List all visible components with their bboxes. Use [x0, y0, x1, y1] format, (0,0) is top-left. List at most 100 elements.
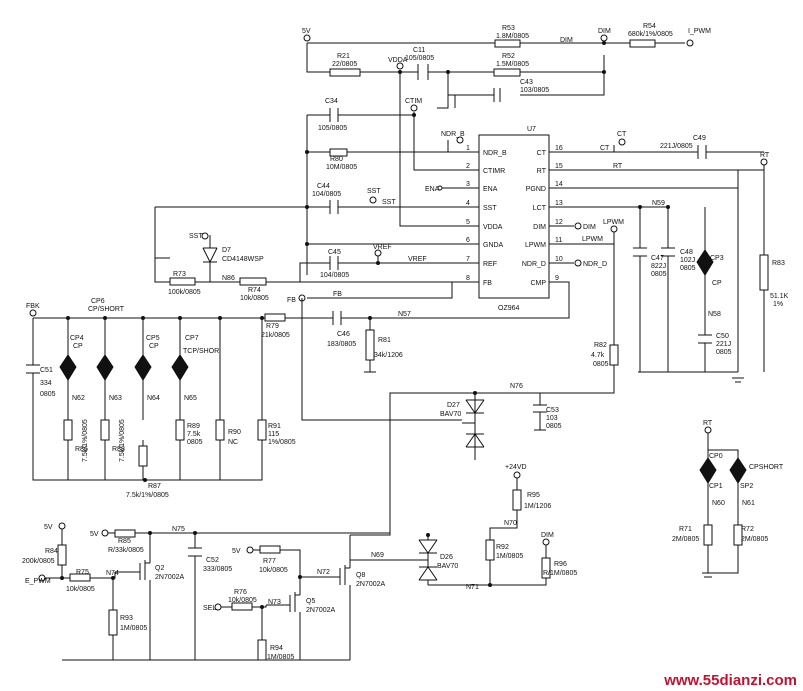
c51-value: 334 — [40, 380, 52, 387]
ic-pin-number: 8 — [466, 275, 470, 282]
r21-resistor — [329, 68, 361, 77]
r89-pkg: 0805 — [187, 439, 203, 446]
r72-value: 2M/0805 — [741, 536, 768, 543]
r88-ref: R88 — [112, 446, 125, 453]
junction-dot — [666, 205, 670, 209]
ic-pin-name: VDDA — [483, 224, 503, 231]
c44-ref: C44 — [317, 183, 330, 190]
junction-dot — [488, 583, 492, 587]
n65-label: N65 — [184, 395, 197, 402]
r94-ref: R94 — [270, 645, 283, 652]
rt-wire-label: RT — [613, 163, 623, 170]
r74-value: 10k/0805 — [240, 295, 269, 302]
q2-value: 2N7002A — [155, 574, 185, 581]
r81-value: 34k/1206 — [374, 352, 403, 359]
r73-value: 100k/0805 — [168, 289, 201, 296]
c44-value: 104/0805 — [312, 191, 341, 198]
r84-ref: R84 — [45, 548, 58, 555]
r93-resistor — [108, 609, 118, 636]
ena-terminal — [437, 185, 443, 191]
dim-terminal-ic — [574, 222, 582, 230]
r87-resistor — [138, 445, 148, 467]
r75-ref: R75 — [76, 569, 89, 576]
c43-ref: C43 — [520, 79, 533, 86]
r87-ref: R87 — [148, 483, 161, 490]
ic-pin-name: NDR_D — [522, 261, 546, 268]
r52-value: 1.5M/0805 — [496, 61, 529, 68]
cp4-ref: CP4 — [70, 335, 84, 342]
ena-label: ENA — [425, 186, 440, 193]
cp7-ref: CP7 — [185, 335, 199, 342]
c49-value: 221J/0805 — [660, 143, 693, 150]
top-supply-section: 5V DIM DIM I_PWM R53 1.8M/0805 R54 680k/… — [302, 23, 711, 109]
n71-label: N71 — [466, 584, 479, 591]
vdda-label: VDDA — [388, 57, 408, 64]
c50-ref: C50 — [716, 333, 729, 340]
ic-pin-name: LCT — [533, 205, 547, 212]
rt-label: RT — [760, 152, 770, 159]
ic-pin-name: NDR_B — [483, 150, 507, 157]
r80-value: 10M/0805 — [326, 164, 357, 171]
ndr-d-terminal — [574, 259, 582, 267]
v5-label-r77: 5V — [232, 548, 241, 555]
r81-resistor — [365, 329, 375, 361]
fbk-label: FBK — [26, 303, 40, 310]
q5-value: 2N7002A — [306, 607, 336, 614]
lpwm-label: LPWM — [603, 219, 624, 226]
dim-terminal-top — [600, 34, 608, 42]
n73-label: N73 — [268, 599, 281, 606]
n61-label: N61 — [742, 500, 755, 507]
c53-pkg: 0805 — [546, 423, 562, 430]
ic-pin-number: 15 — [555, 163, 563, 170]
c50-pkg: 0805 — [716, 349, 732, 356]
r92-resistor — [485, 539, 495, 561]
q5-ref: Q5 — [306, 598, 315, 605]
r82-resistor — [609, 344, 619, 366]
r82-ref: R82 — [594, 342, 607, 349]
d26-ref: D26 — [440, 554, 453, 561]
cp0-section: RT CP0 CP1 CPSHORT SP2 N60 N61 R71 2M/08… — [672, 420, 784, 578]
c11-value: 105/0805 — [405, 55, 434, 62]
c34-value: 105/0805 — [318, 125, 347, 132]
r94-value: 1M/0805 — [267, 654, 294, 661]
ndr-d-label: NDR_D — [583, 261, 607, 268]
junction-dot — [446, 70, 450, 74]
ic-pin-number: 4 — [466, 200, 470, 207]
ic-pin-number: 12 — [555, 219, 563, 226]
r96-value: R/1M/0805 — [543, 570, 577, 577]
r73-ref: R73 — [173, 271, 186, 278]
ic-pin-number: 9 — [555, 275, 559, 282]
junction-dot — [66, 316, 70, 320]
sst-terminal-d7 — [201, 232, 209, 240]
ic-pin-number: 11 — [555, 237, 562, 244]
junction-dot — [60, 576, 64, 580]
r76-ref: R76 — [234, 589, 247, 596]
ic-pin-name: CMP — [530, 280, 546, 287]
ct-wire-label: CT — [600, 145, 610, 152]
junction-dot — [426, 533, 430, 537]
ndr-b-terminal — [456, 136, 464, 144]
junction-dot — [218, 316, 222, 320]
c47-value: 822J — [651, 263, 666, 270]
junction-dot — [602, 70, 606, 74]
r74-resistor — [239, 277, 267, 286]
v5-label: 5V — [302, 28, 311, 35]
c50-value: 221J — [716, 341, 731, 348]
v5-terminal — [303, 34, 311, 42]
dimming-logic-section: +24VD R95 1M/1206 N70 R92 1M/0805 DIM R9… — [22, 464, 577, 661]
n75-label: N75 — [172, 526, 185, 533]
r54-resistor — [629, 39, 656, 48]
cp5-value: CP — [149, 343, 159, 350]
junction-dot — [141, 316, 145, 320]
junction-dot — [260, 316, 264, 320]
cp-test-point — [96, 354, 114, 381]
r93-ref: R93 — [120, 615, 133, 622]
r52-ref: R52 — [502, 53, 515, 60]
r83-resistor — [759, 254, 769, 291]
r74-ref: R74 — [248, 287, 261, 294]
sst-terminal — [369, 196, 377, 204]
c48-pkg: 0805 — [680, 265, 696, 272]
c53-value: 103 — [546, 415, 558, 422]
r80-resistor — [329, 148, 348, 157]
c51-pkg: 0805 — [40, 391, 56, 398]
